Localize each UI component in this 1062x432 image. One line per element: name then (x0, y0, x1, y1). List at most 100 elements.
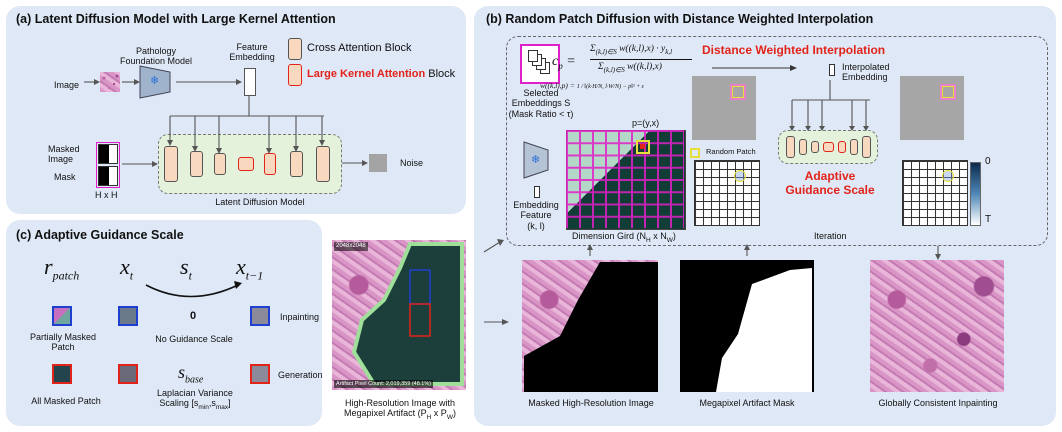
mask-thumbnail (98, 166, 118, 186)
panel-a-title: (a) Latent Diffusion Model with Large Ke… (16, 12, 336, 26)
dimension-grid-label-end: ) (672, 231, 676, 241)
ldm-block-1 (164, 146, 178, 182)
caption-inpainting: Globally Consistent Inpainting (878, 398, 998, 408)
generation-label: Generation (278, 370, 323, 380)
generation-result-tile (250, 364, 270, 384)
formula-numerator: Σ(k,l)∈S w((k,l),x) · yk,l (590, 44, 673, 56)
x-t-sub: t (129, 268, 134, 283)
ldm-block-3 (214, 153, 226, 175)
guidance-block-2 (799, 139, 807, 155)
hxh-label: H x H (95, 190, 118, 200)
formula-cp: cp = (552, 54, 576, 71)
panel-b-title: (b) Random Patch Diffusion with Distance… (486, 12, 874, 26)
hires-count-tag: Artifact Pixel Count: 2,019,359 (48.1%) (334, 380, 434, 389)
s-base-symbol: sbase (178, 362, 203, 386)
noise-label: Noise (400, 158, 424, 168)
all-masked-patch (52, 364, 72, 384)
timestep-colorbar (970, 162, 981, 226)
colorbar-top-label: 0 (985, 156, 991, 167)
caption-megapixel-mask: Megapixel Artifact Mask (699, 398, 795, 408)
hires-caption-h: H (426, 414, 432, 422)
legend-lka-swatch (288, 64, 302, 86)
laplacian-label: Laplacian Variance Scaling [smin,smax] (150, 388, 240, 412)
ldm-block-lka-center (238, 157, 254, 171)
dimension-grid-label-w: W (666, 236, 673, 244)
legend-lka-rest: Block (425, 68, 456, 80)
partially-masked-patch (52, 306, 72, 326)
guidance-block-1 (786, 136, 795, 158)
selected-embeddings-box (520, 44, 560, 84)
formula-cp-symbol: c (552, 54, 559, 69)
formula-w-text: w((k,l),p) = (540, 81, 575, 90)
x-t-symbol: xt (120, 254, 133, 283)
gray-patch-2-selection (942, 86, 954, 98)
r-patch-symbol: rpatch (44, 254, 79, 283)
guidance-block-3 (811, 141, 819, 153)
masked-image-thumbnail (98, 144, 118, 164)
ldm-block-2 (190, 151, 203, 177)
inpainted-image (870, 260, 1004, 392)
dimension-grid-point (640, 144, 645, 149)
adaptive-guidance-label: Adaptive Guidance Scale (785, 169, 875, 197)
hires-caption-line-2: Megapixel Artifact (PH x PW) (326, 408, 474, 421)
zero-label: 0 (190, 310, 197, 322)
hires-size-tag: 2048x2048 (334, 242, 368, 251)
dimension-grid-label: Dimension Gird (NH x NW) (572, 231, 676, 244)
laplacian-min: min (198, 404, 209, 412)
s-base-sub: base (185, 374, 204, 386)
generation-tile-red (118, 364, 138, 384)
hires-caption-line-1: High-Resolution Image with (344, 398, 456, 408)
iteration-label: Iteration (814, 231, 847, 241)
x-t1-base: x (236, 254, 246, 279)
formula-w: w((k,l),p) = 1 / ‖(k·H/N, l·W/N) − p‖² +… (540, 81, 645, 90)
snowflake-icon: ❄ (150, 75, 160, 87)
hires-caption-end: ) (452, 408, 456, 419)
dwi-dashed-box (506, 36, 1048, 246)
embedding-feature-bar (534, 186, 540, 198)
feature-embedding-label: Feature Embedding (229, 42, 275, 63)
x-t-base: x (120, 254, 130, 279)
iteration-grid-2-marker (942, 170, 954, 182)
r-patch-base: r (44, 254, 53, 279)
hires-caption-2a: Megapixel Artifact (P (344, 408, 427, 419)
s-base-base: s (178, 362, 186, 382)
no-guidance-label: No Guidance Scale (155, 334, 233, 344)
gray-patch-1 (692, 76, 756, 140)
inpaint-result-tile (250, 306, 270, 326)
random-patch-swatch (690, 148, 700, 158)
gray-patch-1-selection (732, 86, 744, 98)
r-patch-sub: patch (52, 268, 80, 283)
ldm-block-lka-right (264, 153, 276, 175)
ldm-block-6 (290, 151, 303, 177)
feature-embedding-vector (244, 68, 256, 96)
legend-lka-label: Large Kernel Attention Block (307, 68, 455, 81)
guidance-block-7 (862, 136, 871, 158)
legend-cross-attention-label: Cross Attention Block (307, 42, 412, 54)
mask-label: Mask (54, 172, 76, 182)
megapixel-mask-image (680, 260, 814, 392)
partially-masked-label: Partially Masked Patch (29, 332, 97, 353)
all-masked-label: All Masked Patch (31, 396, 101, 406)
masked-hires-image (522, 260, 658, 392)
formula-denominator: Σ(k,l)∈S w((k,l),x) (598, 62, 662, 74)
masked-image-label: Masked Image (48, 144, 80, 165)
s-t-sub: t (188, 268, 192, 283)
input-image-thumbnail (100, 72, 120, 92)
iteration-grid-1 (694, 160, 760, 226)
hires-caption-x: x P (431, 408, 447, 419)
guidance-block-lka (823, 142, 834, 152)
pathology-model-label: Pathology Foundation Model (119, 46, 193, 67)
encoder-snowflake-icon: ❄ (531, 154, 541, 166)
x-t1-sub: t−1 (245, 268, 264, 283)
dimension-grid-target (636, 140, 650, 154)
stacked-embeddings-icon (528, 50, 538, 62)
hires-image (332, 240, 466, 390)
laplacian-end: ] (228, 398, 231, 409)
formula-fraction-line (590, 59, 692, 60)
dimension-grid-label-x: x N (650, 231, 667, 241)
guidance-block-5 (838, 141, 846, 153)
s-t-symbol: st (180, 254, 192, 283)
legend-cross-attention-swatch (288, 38, 302, 60)
inpaint-tile-blue (118, 306, 138, 326)
